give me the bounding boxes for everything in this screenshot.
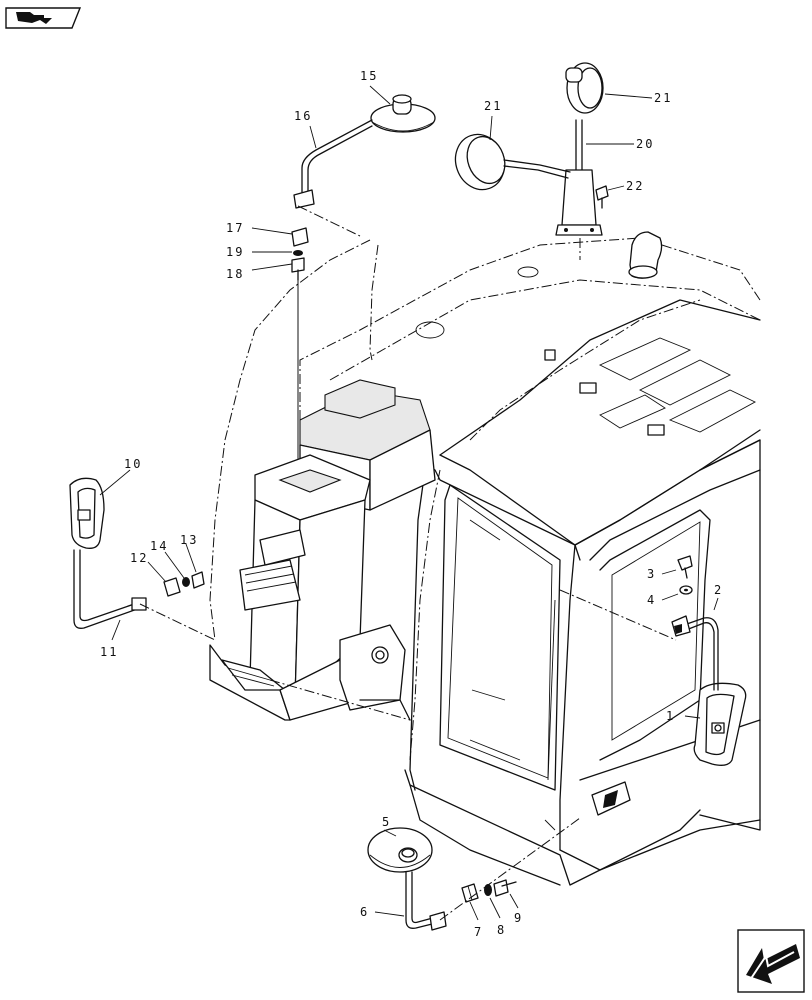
bolt-left[interactable] bbox=[191, 571, 205, 589]
callout-21-right: 21 bbox=[654, 91, 672, 105]
mirror-round-tilted[interactable] bbox=[448, 127, 571, 196]
mirror-round-upper-right[interactable] bbox=[565, 62, 604, 114]
bolt-top[interactable] bbox=[291, 257, 305, 281]
callout-22: 22 bbox=[626, 179, 644, 193]
callout-21-left: 21 bbox=[484, 99, 502, 113]
exhaust-stack bbox=[628, 231, 663, 279]
clamp-left[interactable] bbox=[163, 577, 181, 597]
callout-labels: 1 2 3 4 5 6 7 8 9 10 11 12 13 14 15 16 1… bbox=[100, 69, 723, 939]
callout-1: 1 bbox=[666, 709, 675, 723]
callout-5: 5 bbox=[382, 815, 391, 829]
callout-19: 19 bbox=[226, 245, 244, 259]
callout-6: 6 bbox=[360, 905, 369, 919]
washer-lower[interactable] bbox=[484, 884, 492, 896]
leader-lines bbox=[99, 85, 719, 921]
washer-left[interactable] bbox=[182, 577, 190, 587]
callout-12: 12 bbox=[130, 551, 148, 565]
callout-15: 15 bbox=[360, 69, 378, 83]
bolt-right[interactable] bbox=[677, 555, 693, 579]
callout-14: 14 bbox=[150, 539, 168, 553]
book-arrow-icon[interactable] bbox=[5, 7, 82, 29]
bolt-lower[interactable] bbox=[493, 879, 517, 897]
mirror-stay[interactable] bbox=[555, 119, 603, 236]
callout-16: 16 bbox=[294, 109, 312, 123]
callout-13: 13 bbox=[180, 533, 198, 547]
callout-20: 20 bbox=[636, 137, 654, 151]
callout-7: 7 bbox=[474, 925, 483, 939]
arrow-back-icon[interactable] bbox=[737, 929, 805, 993]
callout-18: 18 bbox=[226, 267, 244, 281]
mirror-round-lower[interactable] bbox=[367, 827, 433, 873]
clamp-top[interactable] bbox=[291, 227, 309, 247]
washer-top[interactable] bbox=[293, 250, 303, 256]
callout-10: 10 bbox=[124, 457, 142, 471]
mirror-left[interactable] bbox=[69, 477, 105, 549]
mirror-arm-top[interactable] bbox=[293, 119, 373, 209]
callout-3: 3 bbox=[647, 567, 656, 581]
callout-17: 17 bbox=[226, 221, 244, 235]
clamp-lower[interactable] bbox=[461, 883, 479, 903]
mirror-round-top[interactable] bbox=[370, 94, 436, 133]
cab-body bbox=[299, 237, 761, 886]
mirror-arm-right[interactable] bbox=[671, 615, 719, 691]
washer-right[interactable] bbox=[679, 585, 693, 595]
left-console bbox=[209, 379, 436, 721]
mirror-arm-left[interactable] bbox=[73, 549, 147, 629]
mirror-right-lower[interactable] bbox=[693, 682, 747, 766]
bolt-stay[interactable] bbox=[595, 185, 609, 209]
callout-4: 4 bbox=[647, 593, 656, 607]
callout-8: 8 bbox=[497, 923, 506, 937]
callout-11: 11 bbox=[100, 645, 118, 659]
callout-2: 2 bbox=[714, 583, 723, 597]
callout-9: 9 bbox=[514, 911, 523, 925]
mirror-arm-lower[interactable] bbox=[405, 871, 447, 931]
